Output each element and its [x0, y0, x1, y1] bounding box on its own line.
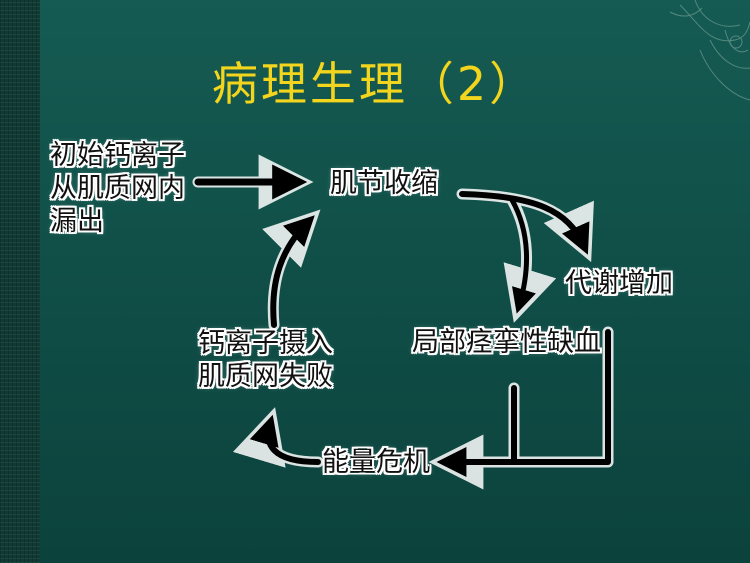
node-local-ischemia: 局部痉挛性缺血 — [412, 327, 601, 358]
node-metabolism-increase: 代谢增加 — [565, 268, 673, 299]
node-calcium-uptake-failure-line-1: 钙离子摄入 — [198, 328, 333, 359]
arrow-metabolism-to-energy-crisis — [436, 329, 611, 477]
slide-left-band — [0, 0, 40, 563]
arrow-contraction-to-metabolism — [459, 191, 590, 255]
node-calcium-uptake-failure-line-2: 肌质网失败 — [198, 360, 333, 392]
node-calcium-leak-line-1: 初始钙离子 — [50, 140, 185, 171]
arrow-contraction-to-ischemia — [509, 197, 536, 314]
arrow-uptake-failure-to-contraction — [270, 215, 315, 328]
butterfly-ornament-icon — [669, 0, 750, 101]
node-energy-crisis: 能量危机 — [322, 447, 430, 478]
node-calcium-leak: 初始钙离子 从肌质网内 漏出 — [50, 140, 185, 239]
node-calcium-uptake-failure: 钙离子摄入 肌质网失败 — [198, 328, 333, 394]
node-muscle-contraction: 肌节收缩 — [330, 168, 438, 199]
arrow-energy-crisis-to-uptake-failure — [249, 414, 321, 465]
node-calcium-leak-line-2: 从肌质网内 — [50, 172, 185, 204]
node-calcium-leak-line-3: 漏出 — [50, 205, 104, 237]
slide-title: 病理生理（2） — [211, 57, 539, 111]
